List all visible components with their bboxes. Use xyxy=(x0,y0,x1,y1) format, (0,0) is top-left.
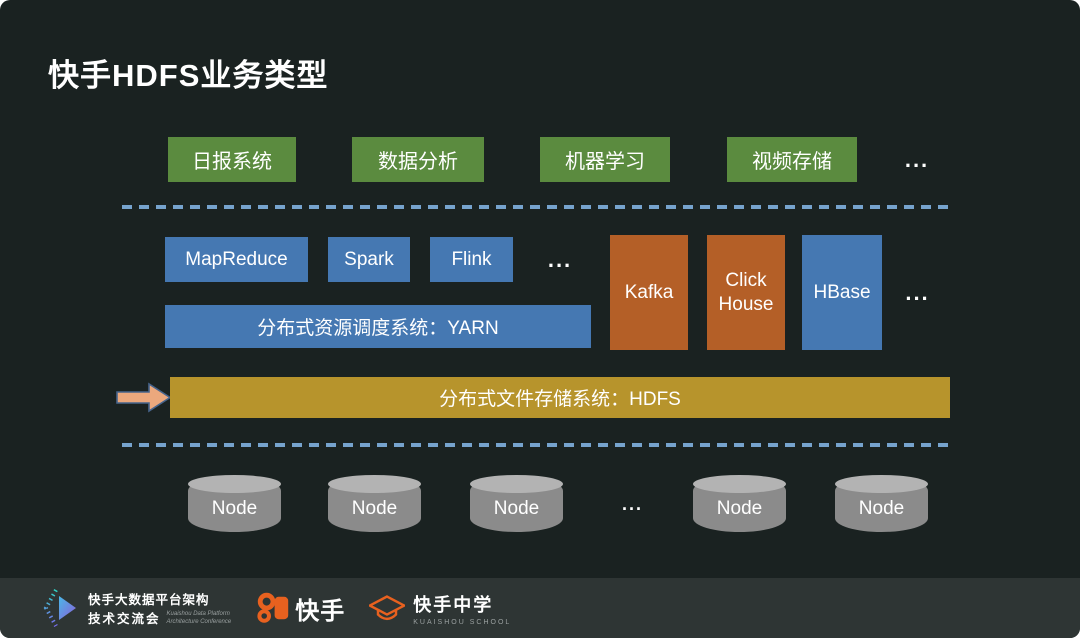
storage-col-ellipsis: ... xyxy=(905,279,930,305)
compute-box-spark: Spark xyxy=(328,237,410,282)
compute-box-mapreduce: MapReduce xyxy=(165,237,308,282)
node-cylinder: Node xyxy=(835,475,928,532)
kuaishou-school-group: 快手中学 KUAISHOU SCHOOL xyxy=(369,591,511,626)
business-box-data-analysis: 数据分析 xyxy=(352,137,484,182)
business-box-video-storage: 视频存储 xyxy=(727,137,857,182)
business-box-daily-report: 日报系统 xyxy=(168,137,296,182)
conference-logo-icon xyxy=(43,588,76,628)
business-box-machine-learning: 机器学习 xyxy=(540,137,670,182)
node-cylinder: Node xyxy=(328,475,421,532)
node-label: Node xyxy=(716,497,763,519)
conference-subtitle: Kuaishou Data Platform Architecture Conf… xyxy=(166,611,232,626)
node-label: Node xyxy=(351,497,398,519)
kuaishou-logo-group: 快手 xyxy=(257,590,345,626)
footer: 快手大数据平台架构 技术交流会 Kuaishou Data Platform A… xyxy=(0,578,1080,638)
kuaishou-camera-icon xyxy=(257,592,289,623)
storage-box-hbase: HBase xyxy=(802,235,882,350)
storage-box-clickhouse: Click House xyxy=(707,235,785,350)
school-text: 快手中学 KUAISHOU SCHOOL xyxy=(413,591,511,626)
conference-title-line2: 技术交流会 xyxy=(88,612,161,626)
yarn-bar: 分布式资源调度系统：YARN xyxy=(165,305,591,348)
node-cylinder: Node xyxy=(693,475,786,532)
arrow-icon xyxy=(116,382,172,413)
school-name: 快手中学 xyxy=(413,594,494,615)
storage-box-kafka: Kafka xyxy=(610,235,688,350)
kuaishou-wordmark: 快手 xyxy=(295,597,346,625)
node-cylinder: Node xyxy=(188,475,281,532)
school-subtitle: KUAISHOU SCHOOL xyxy=(413,618,512,626)
node-label: Node xyxy=(493,497,540,519)
hdfs-bar: 分布式文件存储系统：HDFS xyxy=(170,377,950,418)
business-row-ellipsis: ... xyxy=(904,146,930,172)
dashed-divider-bottom xyxy=(122,443,948,447)
page-title: 快手HDFS业务类型 xyxy=(48,58,329,93)
graduation-cap-icon xyxy=(369,595,406,621)
node-label: Node xyxy=(211,497,258,519)
node-label: Node xyxy=(858,497,905,519)
compute-row-ellipsis: ... xyxy=(547,246,573,272)
compute-box-flink: Flink xyxy=(430,237,513,282)
node-row-ellipsis: ... xyxy=(621,494,643,514)
node-cylinder: Node xyxy=(470,475,563,532)
dashed-divider-top xyxy=(122,205,948,209)
conference-title-line1: 快手大数据平台架构 xyxy=(88,593,210,607)
conference-text: 快手大数据平台架构 技术交流会 Kuaishou Data Platform A… xyxy=(88,589,231,627)
